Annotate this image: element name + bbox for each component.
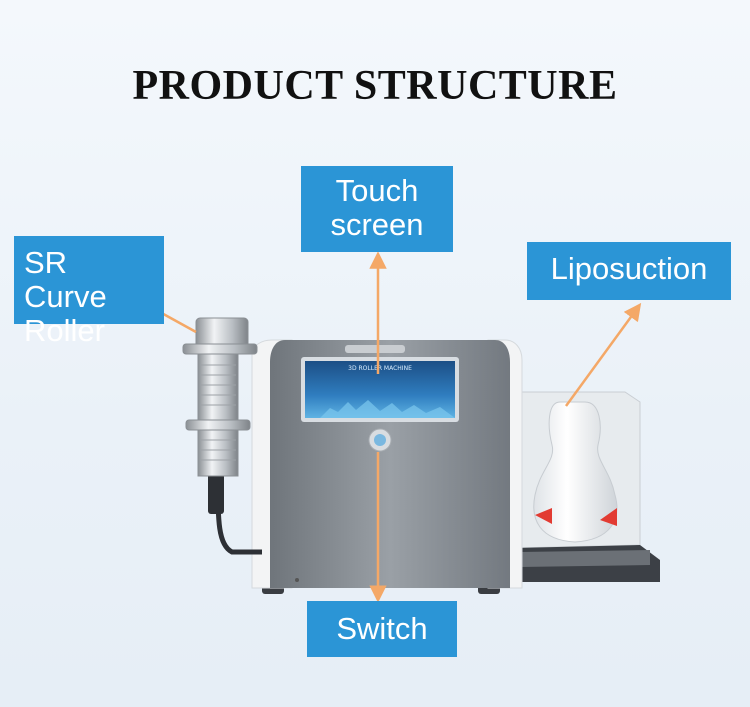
sr-curve-roller-label-line1: SR Curve: [24, 245, 107, 314]
touch-screen: 3D ROLLER MACHINE: [301, 357, 459, 422]
screen-title: 3D ROLLER MACHINE: [348, 365, 412, 372]
switch-label: Switch: [307, 601, 457, 657]
sr-curve-roller-label-line2: Roller: [24, 313, 105, 348]
power-button-icon[interactable]: [368, 428, 392, 452]
touch-screen-label: Touch screen: [301, 166, 453, 252]
liposuction-label: Liposuction: [527, 242, 731, 300]
sr-curve-roller: [182, 317, 262, 555]
touch-screen-label-line2: screen: [330, 207, 424, 242]
arrow-liposuction: [564, 302, 642, 407]
liposuction-cup: [533, 401, 618, 543]
page-title: PRODUCT STRUCTURE: [132, 63, 618, 109]
main-unit: 3D ROLLER MACHINE: [251, 339, 523, 594]
touch-screen-label-line1: Touch: [335, 173, 419, 208]
liposuction-unit: [509, 391, 660, 582]
sr-curve-roller-label: SR Curve Roller: [14, 236, 164, 348]
